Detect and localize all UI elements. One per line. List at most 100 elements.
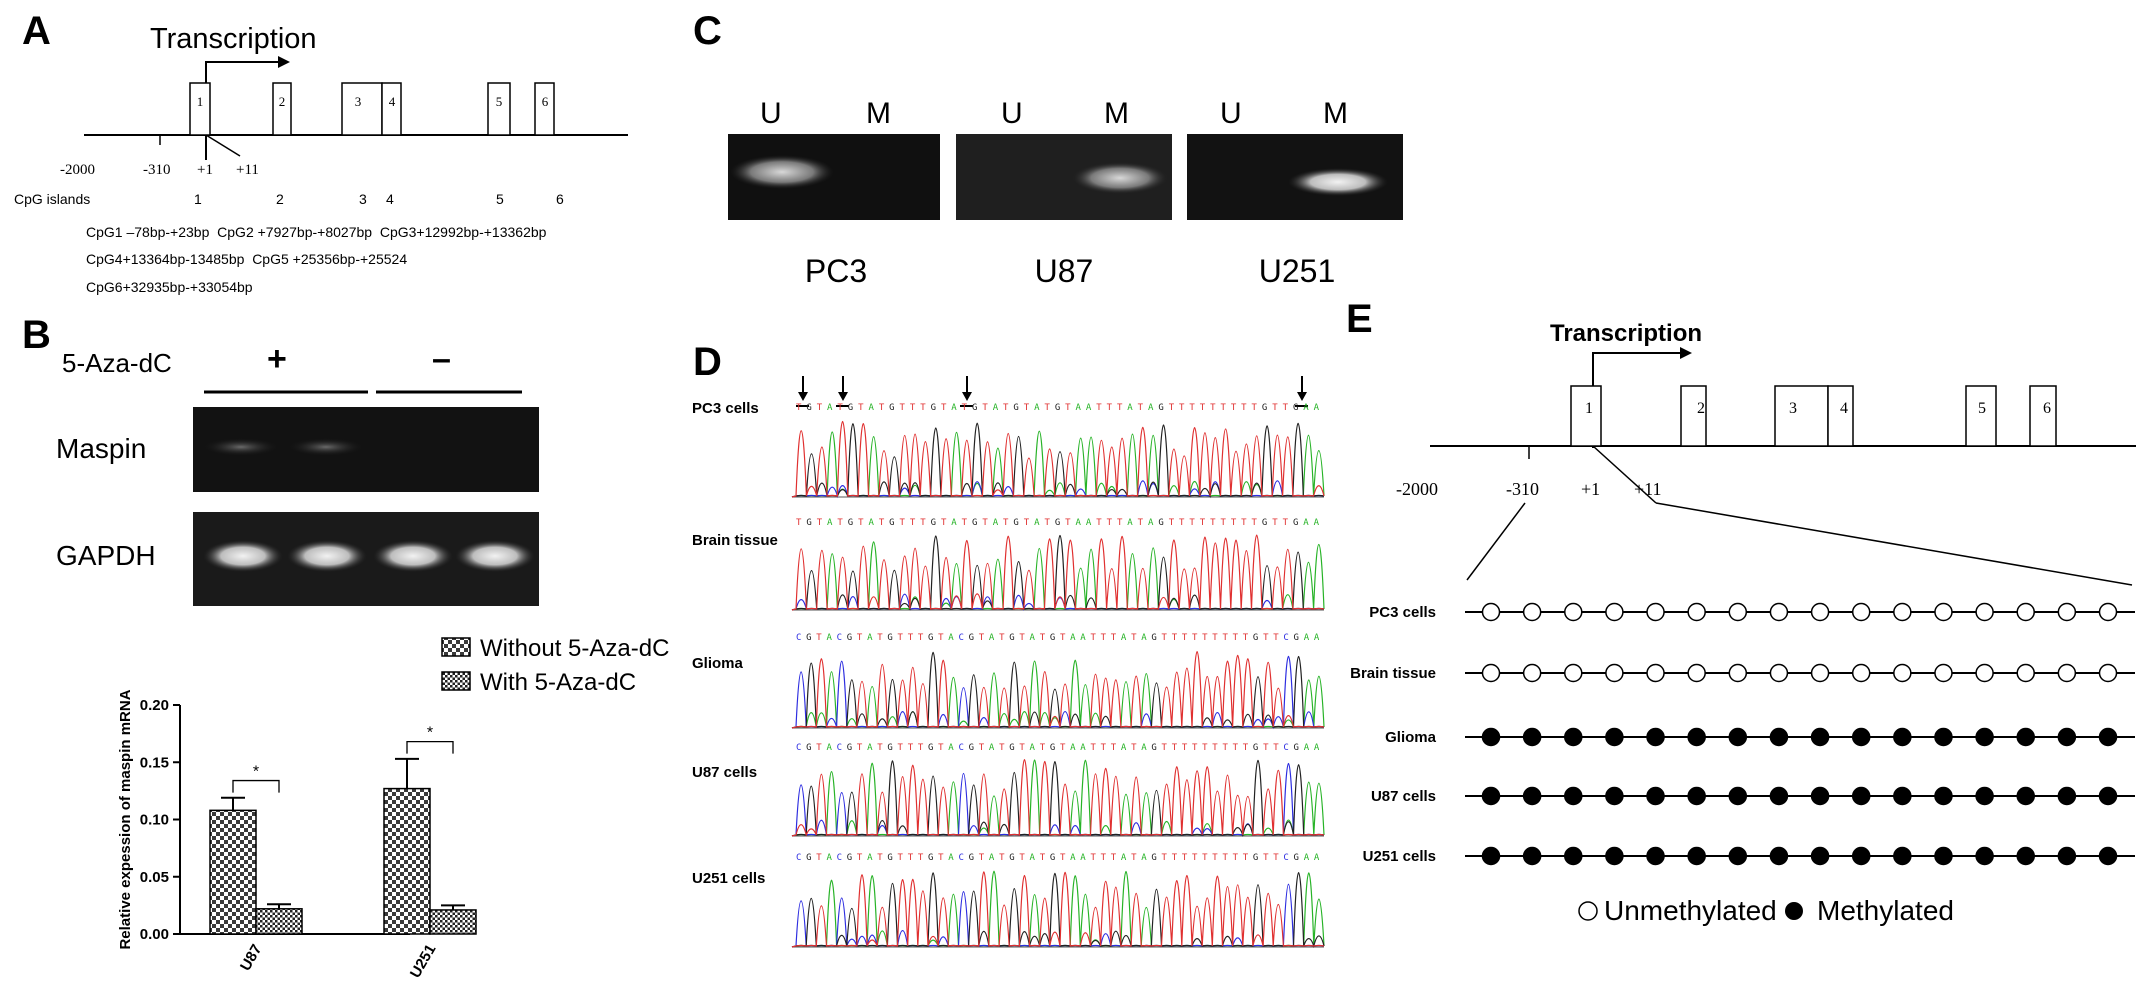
methylated-site bbox=[1646, 846, 1665, 866]
methylated-site bbox=[2057, 786, 2077, 806]
unmethylated-site bbox=[1481, 663, 1501, 683]
zoom-line-left bbox=[1466, 502, 1526, 581]
sample-label: Brain tissue bbox=[692, 532, 778, 549]
trace-line bbox=[791, 762, 1325, 837]
unmethylated-icon bbox=[1578, 901, 1598, 921]
methylated-site bbox=[1687, 786, 1706, 806]
down-arrow-icon bbox=[798, 392, 808, 401]
tick bbox=[1592, 445, 1657, 504]
methylation-row: Brain tissue bbox=[1350, 663, 2135, 683]
row-label: U87 cells bbox=[1371, 788, 1436, 805]
row-label: Glioma bbox=[1385, 729, 1437, 746]
methylated-site bbox=[1810, 846, 1830, 866]
legend-label-with: With 5-Aza-dC bbox=[480, 669, 636, 696]
exon-box bbox=[381, 82, 402, 136]
sample-label: U251 cells bbox=[692, 870, 765, 887]
legend-swatch-with bbox=[441, 671, 471, 691]
methylated-site bbox=[1522, 846, 1542, 866]
methylated-site bbox=[1851, 786, 1871, 806]
lane-label: M bbox=[1104, 97, 1129, 130]
panel-b-letter: B bbox=[22, 313, 51, 357]
methylated-site bbox=[1728, 786, 1748, 806]
exon-label: 6 bbox=[542, 94, 549, 109]
cpg-number: 2 bbox=[276, 191, 284, 207]
y-tick-label: 0.15 bbox=[140, 754, 169, 771]
methylated-site bbox=[2016, 846, 2035, 866]
cpg-number: 1 bbox=[194, 191, 202, 207]
cell-label: PC3 bbox=[805, 253, 867, 289]
gel-band bbox=[288, 438, 364, 456]
methylated-site bbox=[1646, 727, 1665, 747]
methylated-site bbox=[2016, 786, 2035, 806]
panel-a-letter: A bbox=[22, 9, 51, 53]
methylated-site bbox=[1934, 727, 1953, 747]
position-label: -2000 bbox=[60, 162, 95, 178]
unmethylated-site bbox=[1687, 602, 1706, 622]
transcription-arrow-e bbox=[1592, 352, 1680, 448]
x-tick-label: U251 bbox=[407, 942, 440, 982]
cpg-description: CpG6+32935bp-+33054bp bbox=[86, 279, 253, 295]
transcription-label-a: Transcription bbox=[150, 23, 317, 55]
methylated-site bbox=[1975, 786, 1994, 806]
exon-box bbox=[1680, 385, 1707, 447]
cpg-description: CpG1 –78bp-+23bp CpG2 +7927bp-+8027bp Cp… bbox=[86, 224, 547, 240]
gel-band-pc3-u bbox=[730, 155, 834, 189]
methylated-site bbox=[2098, 846, 2118, 866]
treatment-label: 5-Aza-dC bbox=[62, 348, 172, 378]
down-arrow-icon bbox=[1297, 392, 1307, 401]
methylated-site bbox=[1481, 846, 1501, 866]
cell-label: U87 bbox=[1035, 253, 1094, 289]
panel-d-letter: D bbox=[693, 340, 722, 384]
exon-box bbox=[2029, 385, 2057, 447]
methylated-site bbox=[1769, 846, 1789, 866]
row-label: Brain tissue bbox=[1350, 665, 1436, 682]
unmethylated-site bbox=[1646, 663, 1665, 683]
unmethylated-site bbox=[1934, 602, 1953, 622]
gel-band-u251-m bbox=[1288, 168, 1388, 196]
exon-label: 2 bbox=[279, 94, 286, 109]
unmethylated-site bbox=[1522, 602, 1542, 622]
unmethylated-site bbox=[1564, 602, 1583, 622]
panel-e-letter: E bbox=[1346, 297, 1373, 341]
gel-band bbox=[203, 438, 279, 456]
unmethylated-site bbox=[1605, 663, 1624, 683]
panel-e: E Transcription 1 2 3 4 5 6 -2000 -310 +… bbox=[1346, 297, 2136, 926]
methylated-site bbox=[1687, 727, 1706, 747]
exon-label: 5 bbox=[1978, 400, 1986, 417]
methylated-site bbox=[2098, 786, 2118, 806]
unmethylated-site bbox=[1728, 602, 1748, 622]
panel-c: C U M U M U M PC3 U87 U251 bbox=[693, 9, 1403, 289]
exon-box bbox=[487, 82, 511, 136]
cell-label: U251 bbox=[1259, 253, 1336, 289]
down-arrow-icon bbox=[962, 392, 972, 401]
gel-label-maspin: Maspin bbox=[56, 433, 146, 464]
unmethylated-site bbox=[1564, 663, 1583, 683]
unmethylated-site bbox=[2098, 663, 2118, 683]
methylated-site bbox=[2057, 727, 2077, 747]
unmethylated-site bbox=[2057, 602, 2077, 622]
transcription-arrow-a bbox=[205, 61, 278, 160]
down-arrow-icon bbox=[838, 392, 848, 401]
unmethylated-site bbox=[2016, 663, 2035, 683]
legend-label-without: Without 5-Aza-dC bbox=[480, 635, 669, 662]
methylated-site bbox=[1893, 786, 1912, 806]
exon-box bbox=[1827, 385, 1854, 447]
position-label: -310 bbox=[143, 162, 171, 178]
exon-boxes-a: 1 2 3 4 5 6 bbox=[189, 82, 555, 136]
methylated-site bbox=[1851, 727, 1871, 747]
legend-unmethylated: Unmethylated bbox=[1604, 895, 1777, 926]
methylated-site bbox=[1975, 846, 1994, 866]
gel-band bbox=[455, 540, 535, 572]
bar bbox=[383, 787, 431, 935]
significance-star: * bbox=[253, 764, 259, 781]
methylation-row: Glioma bbox=[1385, 727, 2135, 747]
gel-band bbox=[287, 540, 367, 572]
sample-label: PC3 cells bbox=[692, 400, 759, 417]
cpg-number: 5 bbox=[496, 191, 504, 207]
gel-band bbox=[373, 540, 453, 572]
y-tick-label: 0.10 bbox=[140, 812, 169, 829]
